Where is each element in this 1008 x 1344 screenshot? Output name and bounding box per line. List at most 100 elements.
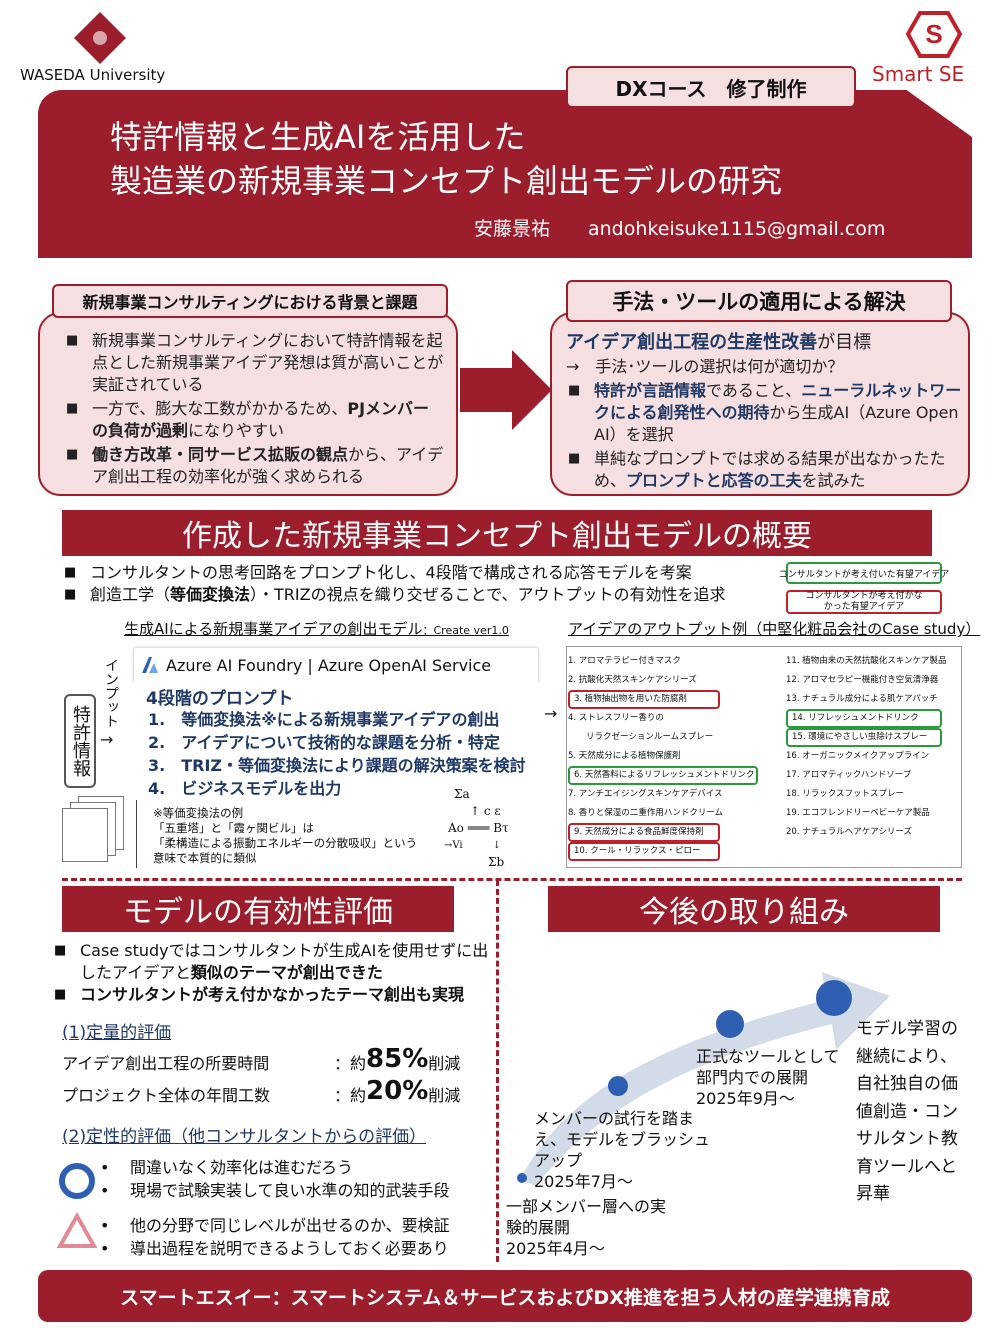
milestone-1-dot [517,1173,527,1183]
azure-bar: Azure AI Foundry | Azure OpenAI Service [134,648,538,682]
idea-17: 17. アロマティックハンドソープ [786,770,912,780]
ideas-left-column: 1. アロマテラピー付きマスク 2. 抗酸化天然スキンケアシリーズ 3. 植物抽… [568,652,758,861]
evaluation-bullet-1: Case studyではコンサルタントが生成AIを使用せずに出したアイデアと類似… [52,940,492,984]
note-line-3: 「柔構造による振動エネルギーの分散吸収」という [153,836,418,850]
evaluation-bullet-2: コンサルタントが考え付かなかったテーマ創出も実現 [52,984,492,1006]
caution-comment-2: 導出過程を説明できるようしておく必要あり [100,1237,450,1260]
overview-bullets: コンサルタントの思考回路をプロンプト化し、4段階で構成される応答モデルを考案 創… [62,562,772,606]
svg-text:S: S [925,19,942,49]
positive-comments: 間違いなく効率化は進むだろう 現場で試験実装して良い水準の知的武装手段 [100,1156,450,1202]
solution-bullet-2: 単純なプロンプトでは求める結果が出なかったため、プロンプトと応答の工夫を試みた [566,448,962,492]
milestone-4-dot [816,980,852,1016]
prompt-step-2: 2. アイデアについて技術的な課題を分析・特定 [148,733,500,752]
prompt-step-4: 4. ビジネスモデルを出力 [148,779,342,798]
author-line: 安藤景祐 andohkeisuke1115@gmail.com [474,218,886,240]
evaluation-heading: モデルの有効性評価 [62,886,454,932]
formula: Σa ↑ c ε Ao ═══ Bτ →Vi ↓ Σb [444,786,509,871]
idea-4: 4. ストレスフリー香りの [568,713,664,723]
legend-red: コンサルタントが考え付かなかった有望アイデア [786,590,942,614]
idea-13: 13. ナチュラル成分による肌ケアパッチ [786,694,938,704]
idea-14: 14. リフレッシュメントドリンク [786,709,946,728]
caution-comment-1: 他の分野で同じレベルが出せるのか、要検証 [100,1214,450,1237]
prompt-step-1: 1. 等価変換法※による新規事業アイデアの創出 [148,710,500,729]
solution-bullet-1: 特許が言語情報であること、ニューラルネットワークによる創発性への期待から生成AI… [566,380,962,446]
idea-19: 19. エコフレンドリーベビーケア製品 [786,808,930,818]
quant-title: (1)定量的評価 [62,1023,172,1043]
formula-line-1: Σa [454,787,470,801]
university-name: WASEDA University [20,66,166,84]
circle-mark-icon [59,1163,95,1199]
formula-line-4: →Vi ↓ [444,840,502,851]
idea-15: 15. 環境にやさしい虫除けスプレー [786,728,946,747]
idea-3: 3. 植物抽出物を用いた防腐剤 [568,690,758,709]
smartse-emblem-icon: S [905,11,963,58]
idea-16: 16. オーガニックメイクアップライン [786,751,930,761]
overview-bullet-1: コンサルタントの思考回路をプロンプト化し、4段階で構成される応答モデルを考案 [62,562,772,584]
output-caption: アイデアのアウトプット例（中堅化粧品会社のCase study） [568,620,981,638]
overview-heading: 作成した新規事業コンセプト創出モデルの概要 [62,510,932,556]
output-arrow-icon: → [544,704,558,723]
solution-question: → 手法･ツールの選択は何が適切か？ [566,357,844,376]
azure-service-name: Azure AI Foundry | Azure OpenAI Service [166,655,492,675]
idea-6: 6. 天然香料によるリフレッシュメントドリンク [568,766,758,785]
course-badge: DXコース 修了制作 [566,66,856,108]
footer-bar: スマートエスイー：スマートシステム＆サービスおよびDX推進を担う人材の産学連携育… [38,1270,972,1322]
idea-12: 12. アロマセラピー機能付き空気清浄器 [786,675,939,685]
idea-4-cont: リラクゼーションルームスプレー [586,732,714,742]
milestone-4: モデル学習の継続により、自社独自の価値創造・コンサルタント教育ツールへと昇華 [856,1019,958,1204]
idea-7: 7. アンチエイジングスキンケアデバイス [568,789,723,799]
horizontal-divider [62,878,962,881]
solution-list: アイデア創出工程の生産性改善が目標 → 手法･ツールの選択は何が適切か？ 特許が… [566,332,962,492]
idea-8: 8. 香りと保湿の二重作用ハンドクリーム [568,808,724,818]
idea-10: 10. クール・リラックス・ピロー [568,842,758,861]
overview-bullet-2: 創造工学（等価変換法）・TRIZの視点を織り交ぜることで、アウトプットの有効性を… [62,584,772,606]
roadmap-arrow [517,972,890,1186]
title-line-1: 特許情報と生成AIを活用した [110,118,526,156]
triangle-mark-icon [56,1212,98,1248]
input-label: インプット [103,658,119,728]
background-bullet-3: 働き方改革・同サービス拡販の観点から、アイデア創出工程の効率化が強く求められる [64,444,444,488]
input-arrow-icon: → [100,730,114,749]
background-bullet-1: 新規事業コンサルティングにおいて特許情報を起点とした新規事業アイデア発想は質が高… [64,330,444,396]
ideas-output-panel [566,646,962,868]
milestone-3-dot [716,1010,744,1038]
idea-20: 20. ナチュラルヘアケアシリーズ [786,827,912,837]
idea-1: 1. アロマテラピー付きマスク [568,656,681,666]
patent-documents [62,796,130,862]
note-box: ※等価変換法の例 「五重塔」と「霞ヶ関ビル」は 「柔構造による振動エネルギーの分… [136,800,564,868]
background-list: 新規事業コンサルティングにおいて特許情報を起点とした新規事業アイデア発想は質が高… [64,330,444,488]
title-line-2: 製造業の新規事業コンセプト創出モデルの研究 [110,162,783,200]
formula-line-3: Ao ═══ Bτ [448,821,509,835]
positive-comment-1: 間違いなく効率化は進むだろう [100,1156,450,1179]
caution-comments: 他の分野で同じレベルが出せるのか、要検証 導出過程を説明できるようしておく必要あ… [100,1214,450,1260]
idea-2: 2. 抗酸化天然スキンケアシリーズ [568,675,697,685]
patent-label: 特許情報 [64,694,96,788]
formula-line-5: Σb [488,855,505,869]
waseda-emblem-icon [74,12,126,64]
milestone-2-dot [608,1076,628,1096]
solution-heading: 手法・ツールの適用による解決 [566,280,952,322]
prompt-step-3: 3. TRIZ・等価変換法により課題の解決策案を検討 [148,756,526,775]
waseda-logo: WASEDA University [20,10,180,88]
azure-logo-icon [142,657,158,673]
formula-line-2: ↑ c ε [470,804,501,818]
idea-9: 9. 天然成分による食品鮮度保持剤 [568,823,758,842]
idea-18: 18. リラックスフットスプレー [786,789,904,799]
positive-comment-2: 現場で試験実装して良い水準の知的武装手段 [100,1179,450,1202]
prompt-title: 4段階のプロンプト [146,689,294,709]
smartse-logo: S Smart SE [870,10,1000,86]
idea-5: 5. 天然成分による植物保護剤 [568,751,681,761]
brand-name: Smart SE [872,62,965,86]
background-heading: 新規事業コンサルティングにおける背景と課題 [52,284,448,318]
ideas-right-column: 11. 植物由来の天然抗酸化スキンケア製品 12. アロマセラピー機能付き空気清… [786,652,946,842]
note-line-1: ※等価変換法の例 [153,806,244,820]
vertical-divider [496,880,499,1262]
right-arrow-icon [460,350,552,430]
future-heading: 今後の取り組み [548,886,940,932]
legend-green: コンサルタントが考え付いた有望アイデア [779,562,949,584]
